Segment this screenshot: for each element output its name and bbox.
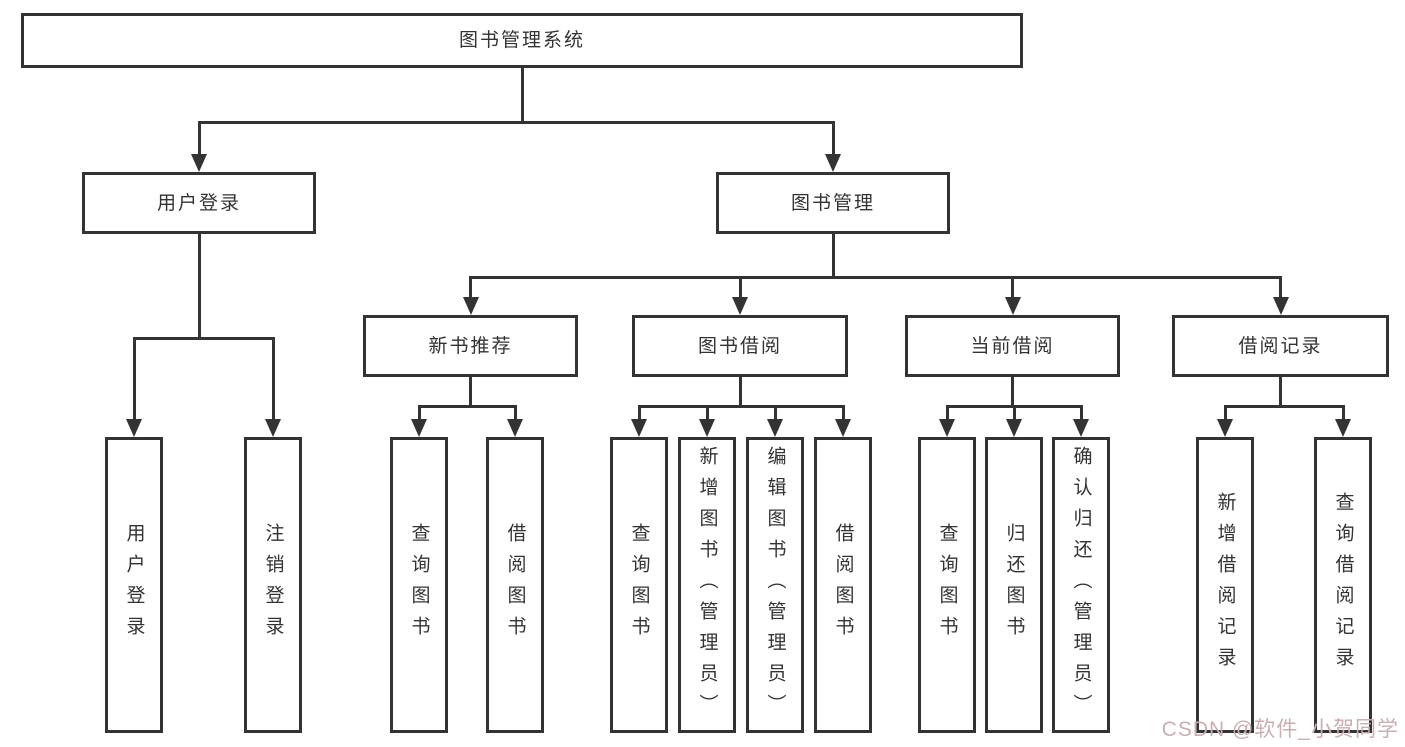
connector bbox=[841, 404, 845, 422]
arrowhead-icon bbox=[767, 419, 783, 437]
connector bbox=[417, 404, 421, 422]
leaf-borrow-add-books-admin: 新增图书（管理员） bbox=[678, 437, 736, 733]
arrowhead-icon bbox=[939, 419, 955, 437]
connector bbox=[469, 275, 1282, 279]
connector bbox=[1223, 404, 1345, 408]
node-book-borrowing: 图书借阅 bbox=[632, 315, 848, 377]
connector bbox=[705, 404, 709, 422]
connector bbox=[469, 275, 472, 300]
node-current-borrowing: 当前借阅 bbox=[905, 315, 1120, 377]
arrowhead-icon bbox=[631, 419, 647, 437]
node-library-management-system: 图书管理系统 bbox=[21, 13, 1023, 68]
arrowhead-icon bbox=[265, 419, 281, 437]
connector bbox=[1011, 377, 1014, 408]
leaf-records-query-borrow-record: 查询借阅记录 bbox=[1314, 437, 1372, 733]
leaf-logout: 注销登录 bbox=[244, 437, 302, 733]
leaf-borrow-borrow-books: 借阅图书 bbox=[814, 437, 872, 733]
arrowhead-icon bbox=[411, 419, 427, 437]
connector bbox=[513, 404, 517, 422]
connector bbox=[197, 120, 835, 124]
csdn-watermark: CSDN @软件_小贺同学 bbox=[1161, 718, 1399, 741]
connector bbox=[469, 377, 472, 408]
connector bbox=[417, 404, 517, 408]
leaf-user-login: 用户登录 bbox=[105, 437, 163, 733]
connector bbox=[197, 120, 201, 157]
arrowhead-icon bbox=[699, 419, 715, 437]
connector bbox=[1341, 404, 1345, 422]
arrowhead-icon bbox=[1335, 419, 1351, 437]
arrowhead-icon bbox=[462, 297, 479, 315]
leaf-recommend-borrow-books: 借阅图书 bbox=[486, 437, 544, 733]
connector bbox=[1223, 404, 1227, 422]
connector bbox=[1012, 404, 1016, 422]
connector bbox=[1279, 275, 1282, 300]
connector bbox=[132, 336, 275, 340]
connector bbox=[520, 68, 524, 123]
node-new-book-recommendation: 新书推荐 bbox=[363, 315, 578, 377]
arrowhead-icon bbox=[1004, 297, 1021, 315]
connector bbox=[132, 336, 136, 422]
leaf-current-confirm-return-admin: 确认归还（管理员） bbox=[1052, 437, 1110, 733]
arrowhead-icon bbox=[835, 419, 851, 437]
connector bbox=[738, 377, 742, 408]
leaf-current-return-books: 归还图书 bbox=[985, 437, 1043, 733]
connector bbox=[831, 120, 835, 157]
node-user-login: 用户登录 bbox=[82, 172, 316, 234]
arrowhead-icon bbox=[1073, 419, 1089, 437]
leaf-current-query-books: 查询图书 bbox=[918, 437, 976, 733]
arrowhead-icon bbox=[1272, 297, 1289, 315]
connector bbox=[271, 336, 275, 422]
arrowhead-icon bbox=[1006, 419, 1022, 437]
connector bbox=[945, 404, 949, 422]
connector bbox=[637, 404, 641, 422]
arrowhead-icon bbox=[1217, 419, 1233, 437]
connector bbox=[637, 404, 845, 408]
node-book-management: 图书管理 bbox=[716, 172, 950, 234]
arrowhead-icon bbox=[191, 154, 207, 172]
arrowhead-icon bbox=[825, 154, 841, 172]
connector bbox=[831, 234, 835, 278]
arrowhead-icon bbox=[732, 297, 748, 315]
connector bbox=[1011, 275, 1014, 300]
leaf-recommend-query-books: 查询图书 bbox=[390, 437, 448, 733]
arrowhead-icon bbox=[126, 419, 142, 437]
arrowhead-icon bbox=[507, 419, 523, 437]
connector bbox=[1079, 404, 1083, 422]
node-borrowing-records: 借阅记录 bbox=[1172, 315, 1389, 377]
leaf-records-add-borrow-record: 新增借阅记录 bbox=[1196, 437, 1254, 733]
leaf-borrow-query-books: 查询图书 bbox=[610, 437, 668, 733]
leaf-borrow-edit-books-admin: 编辑图书（管理员） bbox=[746, 437, 804, 733]
connector bbox=[773, 404, 777, 422]
connector bbox=[738, 275, 742, 300]
connector bbox=[1279, 377, 1282, 408]
connector bbox=[197, 234, 201, 339]
